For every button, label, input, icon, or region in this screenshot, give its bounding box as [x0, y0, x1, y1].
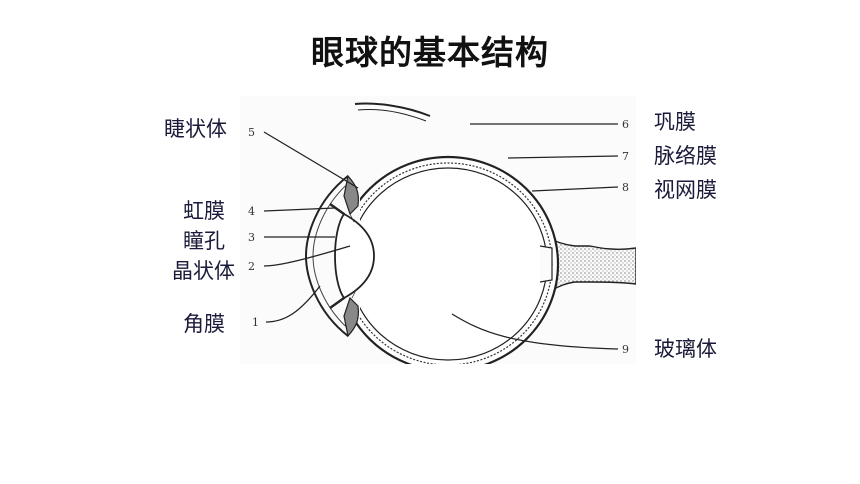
page-title: 眼球的基本结构 [311, 33, 549, 72]
eye-diagram: 5 4 3 2 1 6 7 8 9 [240, 96, 636, 364]
pointer-8 [531, 186, 619, 192]
pointer-2 [263, 245, 351, 267]
ligament-2 [351, 289, 357, 299]
label-sclera: 巩膜 [654, 110, 696, 134]
pointer-4 [263, 207, 336, 212]
optic-nerve [537, 235, 636, 295]
label-choroid: 脉络膜 [654, 144, 717, 168]
label-lens: 晶状体 [172, 259, 235, 283]
pointer-5 [263, 131, 359, 189]
number-4: 4 [248, 205, 255, 218]
number-8: 8 [622, 181, 629, 194]
number-5: 5 [248, 126, 255, 139]
pointer-1 [265, 285, 321, 323]
label-iris: 虹膜 [183, 199, 225, 223]
optic-disc [539, 245, 553, 283]
number-7: 7 [622, 150, 629, 163]
pointer-7 [507, 155, 619, 159]
label-vitreous: 玻璃体 [654, 337, 717, 361]
label-retina: 视网膜 [654, 178, 717, 202]
upper-muscle [354, 102, 431, 117]
ciliary-body-bottom [343, 296, 360, 338]
upper-muscle-inner [357, 109, 427, 122]
ligament-1 [349, 213, 355, 223]
number-9: 9 [622, 343, 629, 356]
eye-diagram-svg: 5 4 3 2 1 6 7 8 9 [240, 96, 636, 364]
label-cornea: 角膜 [183, 312, 225, 336]
lens [334, 212, 375, 300]
label-ciliary-body: 睫状体 [164, 117, 227, 141]
number-2: 2 [248, 260, 255, 273]
label-pupil: 瞳孔 [183, 229, 225, 253]
cornea-outline [304, 175, 349, 337]
number-6: 6 [622, 118, 629, 131]
number-1: 1 [252, 316, 259, 329]
pointer-9 [451, 313, 619, 350]
number-3: 3 [248, 231, 255, 244]
